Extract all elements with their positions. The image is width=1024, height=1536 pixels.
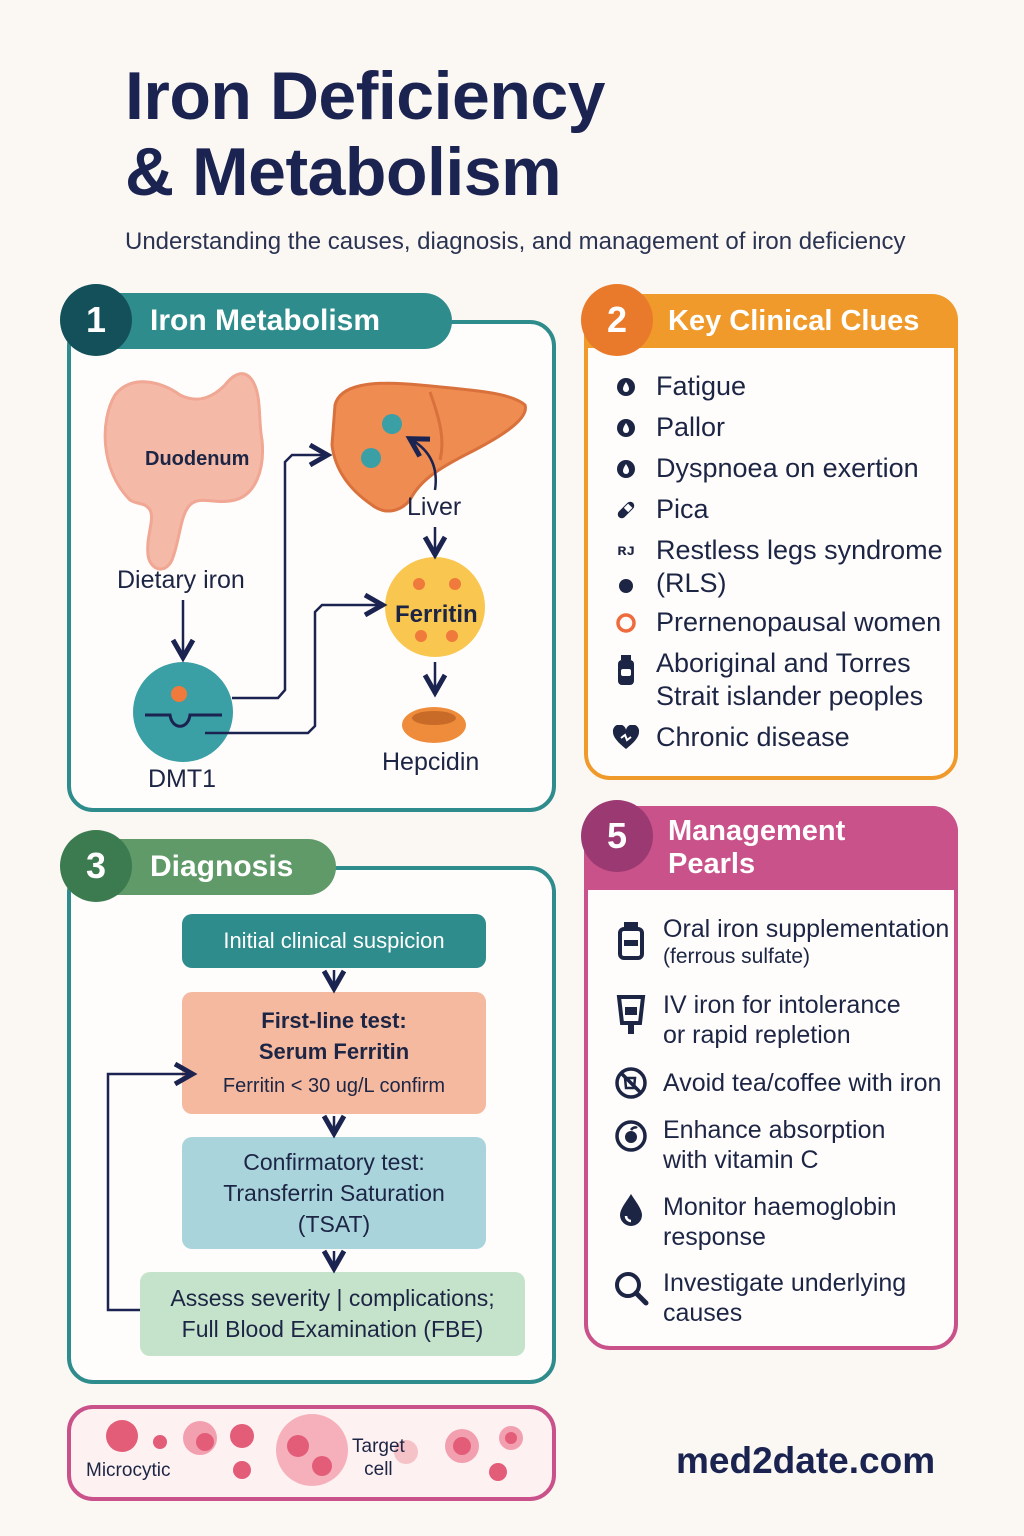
mgmt-investigate-line1: Investigate underlying [663, 1269, 907, 1297]
clue-item-fatigue: Fatigue [656, 371, 747, 401]
heart-icon [611, 723, 641, 753]
hepcidin-label: Hepcidin [382, 748, 480, 776]
diagnosis-step2-line1: First-line test: [261, 1007, 407, 1033]
clue-item-chronic-disease: Chronic disease [656, 722, 850, 752]
legs-icon: ʀᴊ [617, 542, 635, 559]
drop-icon [611, 413, 641, 443]
duodenum-label: Duodenum [145, 448, 250, 470]
diagnosis-heading: Diagnosis [150, 850, 294, 883]
capsule-icon [611, 495, 641, 525]
clue-item-aboriginal: Aboriginal and Torres Strait islander pe… [656, 647, 923, 713]
title-line-1: Iron Deficiency [125, 58, 606, 134]
diagnosis-step-fbe: Assess severity | complications; Full Bl… [140, 1272, 525, 1356]
clue-rls-line2: (RLS) [656, 568, 727, 598]
clue-aboriginal-line1: Aboriginal and Torres [656, 648, 911, 678]
mgmt-oral-line2: (ferrous sulfate) [663, 945, 811, 968]
title-line-2: & Metabolism [125, 134, 562, 210]
mgmt-iv-line1: IV iron for intolerance [663, 991, 901, 1019]
dietary-iron-label: Dietary iron [117, 566, 245, 594]
target-cell-label: Target cell [352, 1435, 405, 1481]
diagnosis-step-serum-ferritin: First-line test: Serum Ferritin Ferritin… [182, 992, 486, 1114]
diagnosis-step4-line2: Full Blood Examination (FBE) [181, 1316, 484, 1342]
mgmt-item-oral-iron: Oral iron supplementation (ferrous sulfa… [663, 914, 949, 970]
management-heading-line2: Pearls [668, 848, 756, 880]
blood-smear-panel [67, 1405, 556, 1501]
mgmt-item-avoid-tea: Avoid tea/coffee with iron [663, 1069, 942, 1097]
diagnosis-step-initial-suspicion: Initial clinical suspicion [182, 914, 486, 968]
clue-item-rls: Restless legs syndrome (RLS) [656, 534, 943, 600]
management-heading: Management Pearls [668, 815, 845, 881]
section-number-3: 3 [60, 830, 132, 902]
section-number-2: 2 [581, 284, 653, 356]
liver-label: Liver [407, 493, 462, 521]
mgmt-item-investigate: Investigate underlying causes [663, 1268, 906, 1328]
mgmt-vitc-line1: Enhance absorption [663, 1116, 886, 1144]
diagnosis-step-tsat: Confirmatory test: Transferrin Saturatio… [182, 1137, 486, 1249]
iron-metabolism-heading: Iron Metabolism [150, 304, 381, 337]
brand-logo-text: med2date.com [676, 1440, 936, 1481]
diagnosis-step3-line1: Confirmatory test: [243, 1148, 425, 1175]
blood-drop-icon [612, 1190, 650, 1230]
section-number-1: 1 [60, 284, 132, 356]
clue-aboriginal-line2: Strait islander peoples [656, 681, 924, 711]
dot-icon [611, 570, 641, 600]
no-cup-icon [612, 1063, 650, 1103]
page-subtitle: Understanding the causes, diagnosis, and… [125, 228, 906, 255]
diagnosis-step3-line2: Transferrin Saturation [223, 1179, 445, 1206]
iron-metabolism-header: Iron Metabolism [64, 293, 452, 349]
page-title: Iron Deficiency & Metabolism [125, 58, 606, 210]
female-icon [611, 608, 641, 638]
clinical-clues-panel [584, 322, 958, 780]
clue-item-pica: Pica [656, 494, 709, 524]
bottle-icon [611, 652, 641, 688]
citrus-icon [612, 1116, 650, 1156]
diagnosis-step4-line1: Assess severity | complications; [170, 1285, 495, 1311]
iv-bag-icon [612, 992, 650, 1038]
target-cell-line2: cell [364, 1459, 393, 1480]
clue-item-pallor: Pallor [656, 412, 726, 442]
mgmt-vitc-line2: with vitamin C [663, 1146, 819, 1174]
mgmt-item-iv-iron: IV iron for intolerance or rapid repleti… [663, 990, 901, 1050]
mgmt-oral-line1: Oral iron supplementation [663, 915, 950, 943]
ferritin-label: Ferritin [395, 601, 478, 628]
diagnosis-step2-line3: Ferritin < 30 ug/L confirm [222, 1074, 446, 1097]
management-panel [584, 806, 958, 1350]
drop-icon [611, 372, 641, 402]
drop-icon [611, 454, 641, 484]
diagnosis-step1-text: Initial clinical suspicion [223, 928, 445, 953]
clue-item-premenopausal: Prernenopausal women [656, 607, 942, 637]
management-heading-line1: Management [668, 815, 846, 847]
mgmt-iv-line2: or rapid repletion [663, 1021, 851, 1049]
target-cell-line1: Target [352, 1436, 405, 1457]
mgmt-investigate-line2: causes [663, 1299, 743, 1327]
diagnosis-step2-line2: Serum Ferritin [258, 1038, 410, 1064]
dmt1-label: DMT1 [148, 765, 217, 793]
diagnosis-step3-line3: (TSAT) [297, 1210, 371, 1237]
pill-bottle-icon [612, 920, 650, 960]
mgmt-hb-line2: response [663, 1223, 766, 1251]
clue-item-dyspnoea: Dyspnoea on exertion [656, 453, 919, 483]
mgmt-hb-line1: Monitor haemoglobin [663, 1193, 897, 1221]
microcytic-label: Microcytic [86, 1460, 171, 1481]
magnifier-icon [612, 1268, 650, 1308]
clinical-clues-heading: Key Clinical Clues [668, 304, 920, 337]
clue-rls-line1: Restless legs syndrome [656, 535, 943, 565]
mgmt-item-vitamin-c: Enhance absorption with vitamin C [663, 1115, 885, 1175]
mgmt-item-monitor-hb: Monitor haemoglobin response [663, 1192, 896, 1252]
section-number-5: 5 [581, 800, 653, 872]
